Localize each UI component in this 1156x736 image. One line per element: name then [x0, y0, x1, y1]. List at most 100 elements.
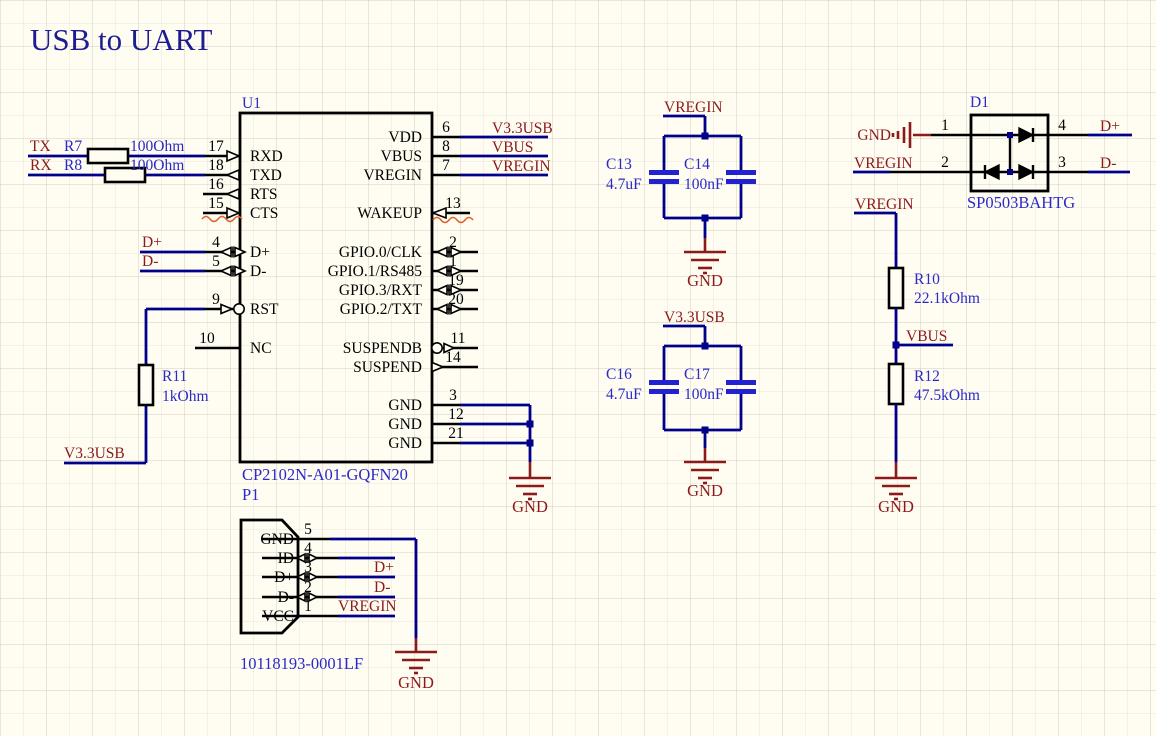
r10-value[interactable]: 22.1kOhm — [914, 290, 980, 307]
capacitor-c14[interactable] — [726, 170, 756, 184]
u1-pin-name: D+ — [250, 244, 270, 261]
c13-value[interactable]: 4.7uF — [606, 176, 642, 193]
wire-rst[interactable] — [64, 307, 205, 465]
net-label-v33usb-caps[interactable]: V3.3USB — [664, 309, 725, 326]
usb-pin2-bidirectional-icon — [295, 591, 319, 603]
r10-designator[interactable]: R10 — [914, 271, 940, 288]
net-label-vregin-caps[interactable]: VREGIN — [664, 99, 723, 116]
usb-pin-name: VCC — [262, 608, 294, 625]
usb-pin-number: 5 — [304, 521, 312, 538]
usb-pin-name: D- — [278, 589, 294, 606]
usb-connector-body[interactable] — [239, 518, 300, 635]
c13-designator[interactable]: C13 — [606, 156, 632, 173]
u1-pin-name: GPIO.2/TXT — [340, 301, 423, 318]
net-label-vbus-u1[interactable]: VBUS — [492, 139, 533, 156]
u1-pin-name: CTS — [250, 205, 278, 222]
net-label-dminus-u1[interactable]: D- — [142, 253, 158, 270]
u1-pin-number: 15 — [208, 195, 224, 212]
r8-value[interactable]: 100Ohm — [130, 157, 184, 174]
net-label-dplus-u1[interactable]: D+ — [142, 234, 162, 251]
r11-designator[interactable]: R11 — [162, 368, 187, 385]
net-label-v33usb-u1[interactable]: V3.3USB — [492, 120, 553, 137]
net-label-dplus-d1[interactable]: D+ — [1100, 118, 1120, 135]
net-label-vregin-d1[interactable]: VREGIN — [854, 155, 913, 172]
gnd-symbol-divider[interactable]: GND — [875, 462, 917, 516]
u1-pin-number: 13 — [445, 195, 461, 212]
wire-v33usb-caps[interactable] — [662, 324, 743, 448]
d1-part-number[interactable]: SP0503BAHTG — [967, 193, 1075, 212]
gnd-symbol-d1[interactable]: GND — [857, 122, 931, 148]
gnd-symbol-caps2[interactable]: GND — [684, 448, 726, 500]
u1-pin-name: GPIO.1/RS485 — [328, 263, 423, 280]
usb-part-number[interactable]: 10118193-0001LF — [240, 654, 363, 673]
net-label-vbus-divider[interactable]: VBUS — [906, 328, 947, 345]
c14-designator[interactable]: C14 — [684, 156, 710, 173]
capacitor-c17[interactable] — [726, 380, 756, 394]
erc-marker-pin13-icon — [432, 216, 474, 224]
resistor-r11[interactable] — [137, 363, 155, 407]
resistor-r8[interactable] — [103, 166, 147, 184]
d1-designator[interactable]: D1 — [970, 94, 989, 111]
component-d1[interactable]: 1 2 4 3 D1 SP0503BAHTG — [890, 94, 1088, 212]
c14-value[interactable]: 100nF — [684, 176, 724, 193]
gnd-symbol-u1[interactable]: GND — [509, 462, 551, 516]
wire-usb-gnd[interactable] — [330, 537, 418, 638]
u1-pin-number: 12 — [448, 406, 464, 423]
usb-pin-name: D+ — [274, 569, 294, 586]
gnd-label-caps2: GND — [687, 481, 723, 500]
u1-pin-name: D- — [250, 263, 266, 280]
u1-secondary-designator[interactable]: P1 — [242, 485, 259, 504]
u1-pin-name: VBUS — [381, 148, 422, 165]
gnd-label-u1: GND — [512, 497, 548, 516]
pin2-bidirectional-icon — [435, 246, 463, 258]
net-label-tx[interactable]: TX — [30, 138, 51, 155]
r7-value[interactable]: 100Ohm — [130, 138, 184, 155]
pin14-output-arrow-icon — [431, 361, 446, 373]
u1-pin-name: SUSPENDB — [343, 340, 422, 357]
resistor-r12[interactable] — [887, 362, 905, 406]
r12-value[interactable]: 47.5kOhm — [914, 387, 980, 404]
wire-gnd-u1[interactable] — [460, 403, 534, 462]
net-label-dminus-d1[interactable]: D- — [1100, 155, 1116, 172]
u1-pin-number: 5 — [212, 253, 220, 270]
gnd-symbol-caps1[interactable]: GND — [684, 238, 726, 290]
c17-designator[interactable]: C17 — [684, 366, 710, 383]
d1-body[interactable] — [969, 113, 1050, 193]
pin1-bidirectional-icon — [435, 265, 463, 277]
pin17-input-arrow-icon — [226, 149, 242, 163]
u1-part-number[interactable]: CP2102N-A01-GQFN20 — [242, 465, 408, 484]
usb-pin-name: GND — [260, 531, 294, 548]
net-label-vregin-usb[interactable]: VREGIN — [338, 598, 397, 615]
u1-pin-number: 21 — [448, 425, 464, 442]
net-label-dminus-usb[interactable]: D- — [374, 579, 390, 596]
pin18-output-arrow-icon — [224, 168, 240, 182]
gnd-symbol-usb[interactable]: GND — [395, 638, 437, 692]
r11-value[interactable]: 1kOhm — [162, 388, 209, 405]
wire-vregin-divider[interactable] — [854, 211, 898, 268]
net-label-v33usb-r11[interactable]: V3.3USB — [64, 445, 125, 462]
r8-designator[interactable]: R8 — [64, 157, 82, 174]
u1-pin-number: 4 — [212, 234, 220, 251]
wire-vregin-caps[interactable] — [662, 114, 743, 238]
net-label-vregin-divider[interactable]: VREGIN — [855, 196, 914, 213]
net-label-rx[interactable]: RX — [30, 157, 52, 174]
resistor-r10[interactable] — [887, 266, 905, 310]
u1-designator[interactable]: U1 — [242, 95, 261, 112]
capacitor-c16[interactable] — [649, 380, 679, 394]
u1-body[interactable] — [238, 111, 434, 464]
usb-pin-number: 2 — [304, 579, 312, 596]
u1-pin-number: 20 — [448, 291, 464, 308]
wire-vbus-divider[interactable] — [892, 308, 954, 364]
c17-value[interactable]: 100nF — [684, 386, 724, 403]
resistor-r7[interactable] — [86, 147, 130, 165]
r7-designator[interactable]: R7 — [64, 138, 82, 155]
c16-value[interactable]: 4.7uF — [606, 386, 642, 403]
r12-designator[interactable]: R12 — [914, 368, 940, 385]
net-label-dplus-usb[interactable]: D+ — [374, 559, 394, 576]
c16-designator[interactable]: C16 — [606, 366, 632, 383]
component-usb-connector[interactable]: GND ID D+ D- VCC 5 4 3 2 1 10118193-0001… — [239, 518, 363, 673]
net-label-vregin-u1[interactable]: VREGIN — [492, 158, 551, 175]
u1-pin-number: 16 — [208, 176, 224, 193]
capacitor-c13[interactable] — [649, 170, 679, 184]
component-u1[interactable]: RXD TXD RTS CTS D+ D- RST NC VDD VBUS VR… — [195, 95, 478, 504]
